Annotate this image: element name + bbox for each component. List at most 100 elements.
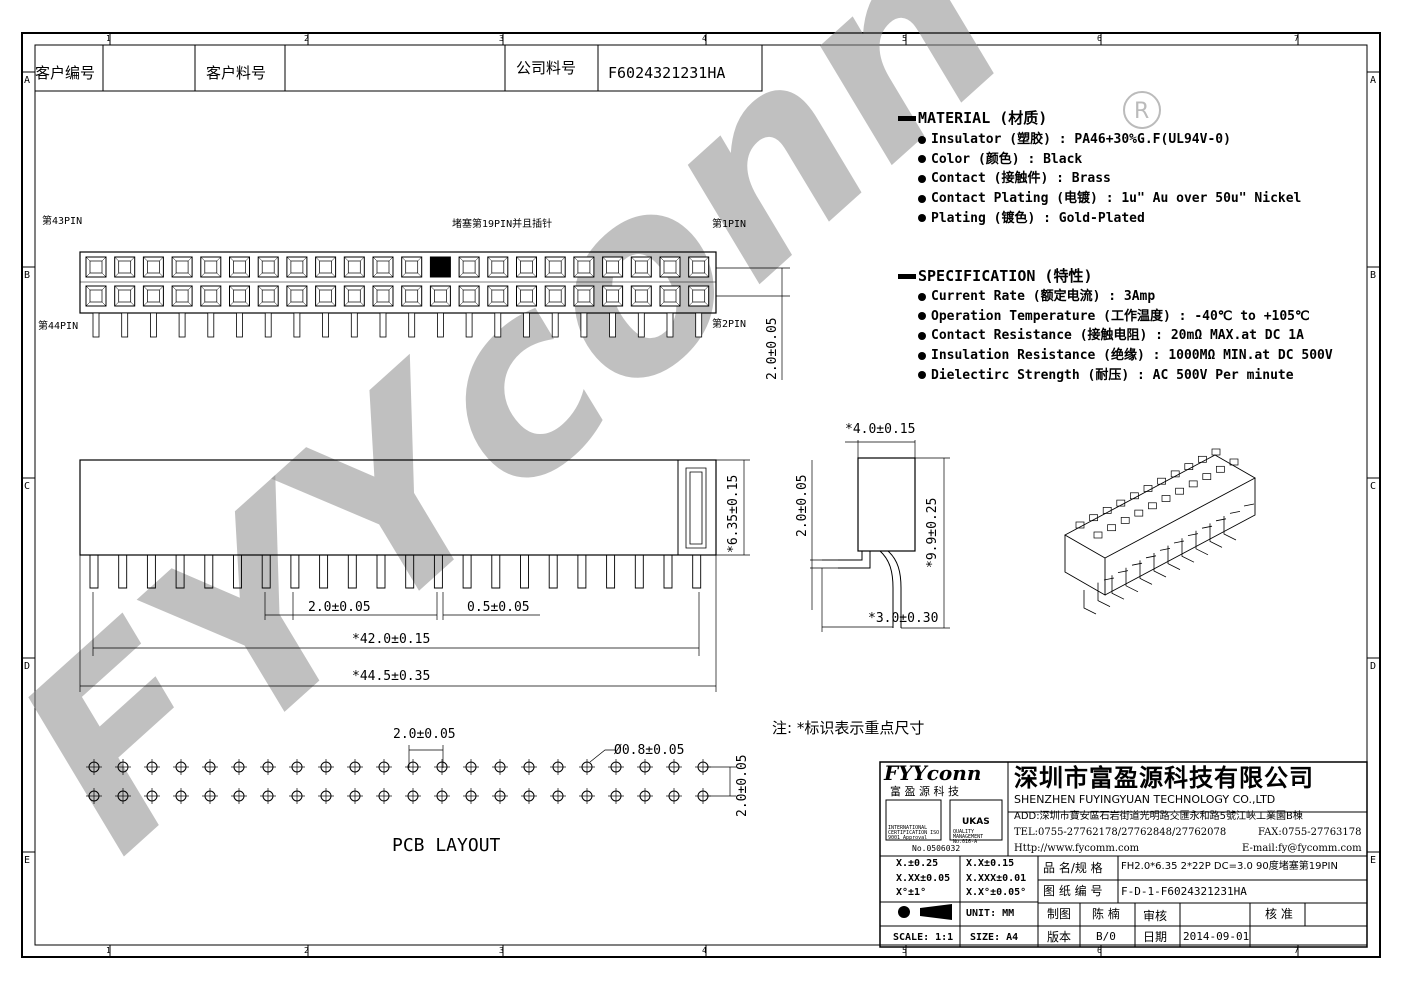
cavity xyxy=(372,285,394,307)
cavity xyxy=(688,285,710,307)
pin xyxy=(465,312,473,338)
pin43-label: 第43PIN xyxy=(42,216,83,227)
pin xyxy=(204,555,214,589)
material-title: MATERIAL (材质) xyxy=(898,111,1047,126)
zone-row-C-right: C xyxy=(1370,481,1377,492)
cavity xyxy=(1130,492,1139,500)
zone-row-B-left: B xyxy=(24,270,31,281)
cavity xyxy=(257,285,279,307)
zone-col-2-top: 2 xyxy=(304,34,309,43)
pin xyxy=(577,555,587,589)
cavity xyxy=(544,256,566,278)
bullet-icon xyxy=(918,351,926,360)
cavity xyxy=(688,256,710,278)
ukas-logo: UKAS xyxy=(962,817,990,827)
spec-item: Contact Resistance (接触电阻) : 20mΩ MAX.at … xyxy=(918,329,1304,342)
cavity xyxy=(630,285,652,307)
pin xyxy=(1173,540,1185,544)
zone-col-6-bottom: 6 xyxy=(1097,946,1102,955)
drawn-by: 陈 楠 xyxy=(1092,907,1120,921)
cavity xyxy=(1175,487,1184,495)
cavity xyxy=(1198,455,1207,463)
pin xyxy=(548,555,558,589)
cavity xyxy=(1188,480,1198,488)
pitch-dim: 2.0±0.05 xyxy=(308,600,371,615)
bullet-icon xyxy=(918,135,926,144)
pin-width-dim: 0.5±0.05 xyxy=(467,600,530,615)
pin xyxy=(523,312,530,338)
pin xyxy=(436,312,444,338)
bullet-icon xyxy=(918,214,926,223)
cert-right: QUALITY MANAGEMENT No.016-A xyxy=(953,829,984,845)
registered-mark xyxy=(1123,91,1161,129)
pin xyxy=(606,555,616,589)
cavity xyxy=(1102,507,1112,514)
cavity xyxy=(142,285,164,307)
review-label: 审核 xyxy=(1143,909,1168,923)
cavity xyxy=(1216,465,1225,473)
version-value: B/0 xyxy=(1096,930,1116,943)
cavity xyxy=(1089,514,1098,522)
cavity xyxy=(1148,502,1157,510)
company-fax: FAX:0755-27763178 xyxy=(1258,827,1362,838)
zone-row-D-left: D xyxy=(24,661,31,672)
cavity xyxy=(401,285,423,307)
cavity xyxy=(171,256,193,278)
product-name-value: FH2.0*6.35 2*22P DC=3.0 90度堵塞第19PIN xyxy=(1121,861,1338,872)
pin xyxy=(379,312,387,338)
cavity xyxy=(114,285,136,307)
bullet-icon xyxy=(918,371,926,380)
outer-border xyxy=(21,32,1381,958)
pin xyxy=(175,555,185,589)
pin xyxy=(178,312,186,338)
cavity xyxy=(1202,473,1212,480)
pin xyxy=(666,312,674,338)
pin xyxy=(146,555,156,589)
pin xyxy=(92,312,100,338)
tol-1a: X.±0.25 xyxy=(896,858,939,869)
company-part-label: 公司料号 xyxy=(516,59,577,77)
spec-title: SPECIFICATION (特性) xyxy=(898,269,1093,284)
material-item: Contact Plating (电镀) : 1u" Au over 50u" … xyxy=(918,192,1301,205)
cavity xyxy=(142,256,164,278)
cavity xyxy=(372,256,394,278)
spec-item: Operation Temperature (工作温度) : -40℃ to +… xyxy=(918,310,1310,323)
cavity xyxy=(85,256,107,278)
pin xyxy=(1223,516,1237,541)
pin xyxy=(1145,555,1157,559)
end-row-pitch-dim: 2.0±0.05 xyxy=(795,474,810,537)
company-tel: TEL:0755-27762178/27762848/27762078 xyxy=(1014,827,1227,838)
pin xyxy=(207,312,215,338)
pin xyxy=(1111,575,1125,600)
zone-row-E-right: E xyxy=(1370,855,1377,866)
cavity xyxy=(1093,531,1103,539)
pin xyxy=(376,555,386,589)
cavity xyxy=(630,256,652,278)
zone-row-A-right: A xyxy=(1370,75,1377,86)
cavity xyxy=(229,256,250,278)
material-item: Contact (接触件) : Brass xyxy=(918,172,1111,185)
zone-col-2-bottom: 2 xyxy=(304,946,309,955)
pin xyxy=(1159,548,1171,551)
pin xyxy=(609,312,616,338)
cavity xyxy=(1075,521,1085,529)
pcb-layout-title: PCB LAYOUT xyxy=(392,835,501,856)
zone-row-C-left: C xyxy=(24,481,31,492)
cavity xyxy=(401,256,423,278)
pin xyxy=(290,555,300,589)
tol-3a: X°±1° xyxy=(896,887,927,898)
drawing-no-label: 图 纸 编 号 xyxy=(1043,884,1103,898)
pin xyxy=(695,312,703,338)
pcb-layout xyxy=(86,745,736,804)
pin xyxy=(322,312,330,338)
approve-label: 核 准 xyxy=(1265,907,1293,921)
cavity xyxy=(1229,458,1239,466)
cavity xyxy=(1107,524,1116,532)
cavity xyxy=(659,285,681,307)
company-part-value: F6024321231HA xyxy=(608,64,726,82)
pin xyxy=(551,312,559,338)
registered-letter: R xyxy=(1134,99,1149,124)
pin xyxy=(580,312,588,338)
pin xyxy=(293,312,301,338)
